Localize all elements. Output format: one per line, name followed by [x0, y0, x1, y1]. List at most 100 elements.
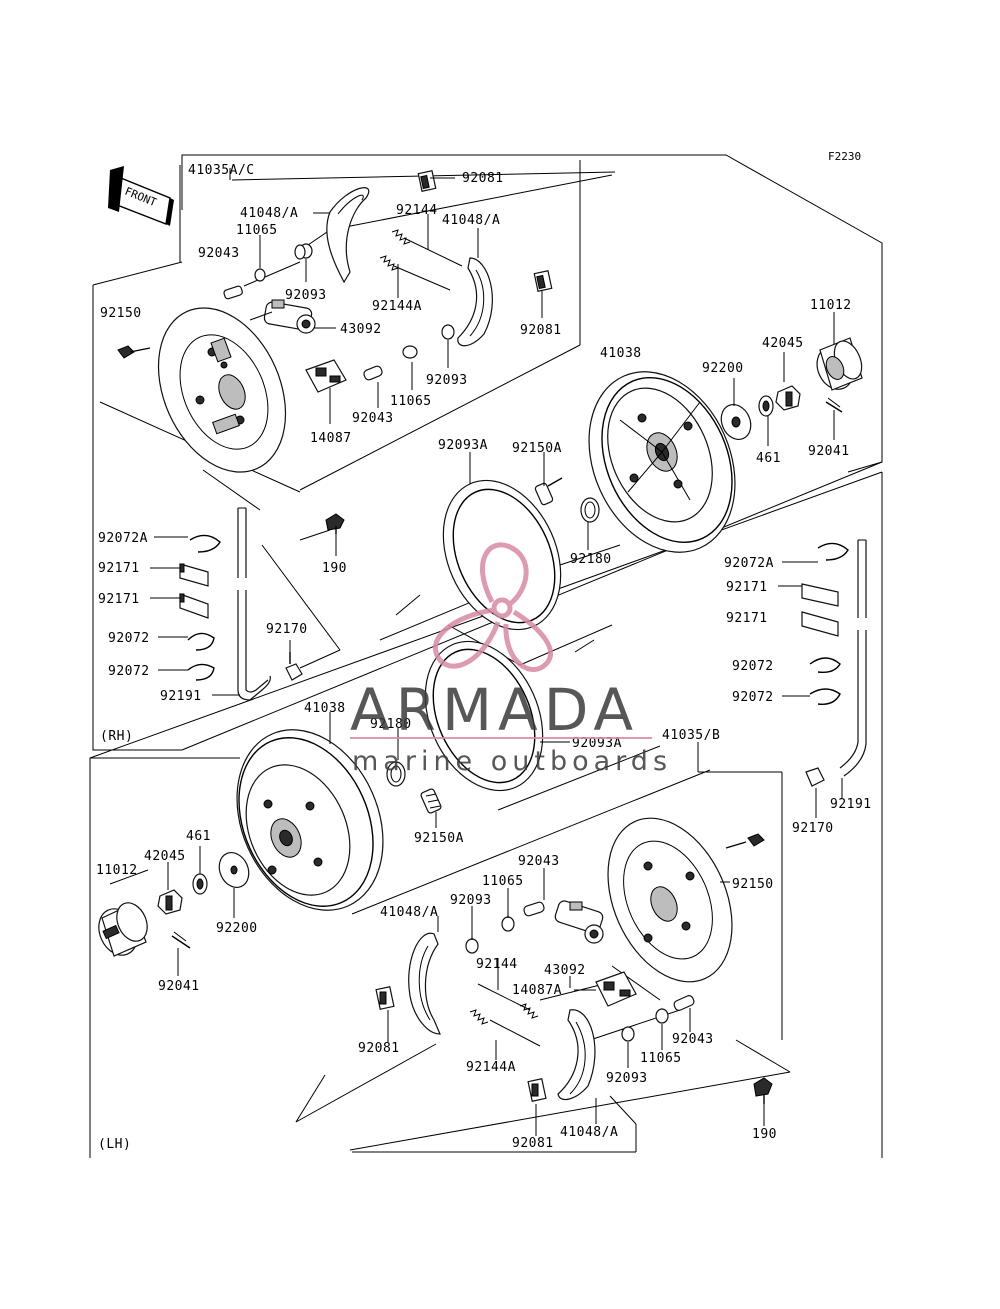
- label-lh-pin-92043-top: 92043: [518, 854, 560, 869]
- rh-nut-icon: [775, 385, 801, 411]
- label-rh-bolt-190: 190: [322, 561, 347, 576]
- label-lh-drum-41038: 41038: [304, 701, 346, 716]
- label-rh-clamp-92072A: 92072A: [98, 531, 148, 546]
- rh-cotter-pin-icon: [825, 397, 843, 413]
- label-lh-clip-92081-left: 92081: [358, 1041, 400, 1056]
- rh-brake-drum: [588, 371, 736, 553]
- lh-hub-cap-icon: [98, 902, 148, 957]
- label-lh-spring-92144: 92144: [476, 957, 518, 972]
- label-rh-washer-461: 461: [756, 451, 781, 466]
- label-lh-washer-92093-top: 92093: [450, 893, 492, 908]
- rh-clamp-92072A-icon: [189, 534, 221, 553]
- label-mid-bleeder-92170: 92170: [792, 821, 834, 836]
- label-rh-shoe-top: 41048/A: [240, 206, 298, 221]
- lh-adjuster-icon: [595, 971, 637, 1007]
- rh-bolt-92150A-icon: [534, 477, 563, 506]
- rh-band-icon-2: [179, 593, 209, 619]
- rh-brake-hose: [237, 507, 271, 701]
- label-lh-shoe-left: 41048/A: [380, 905, 438, 920]
- mid-clamp-92072-icon-1: [809, 657, 841, 674]
- lh-cotter-pin-icon: [171, 931, 191, 949]
- lh-bolt-icon: [725, 833, 765, 849]
- label-rh-pin-92043-top: 92043: [198, 246, 240, 261]
- rh-backing-plate: [157, 307, 287, 473]
- label-lh-cap-11012: 11012: [96, 863, 138, 878]
- rh-clamp-92072-icon-2: [187, 663, 215, 681]
- lh-leader-lines: [109, 712, 765, 1136]
- label-rh-pin-11065-mid: 11065: [390, 394, 432, 409]
- rh-pin-mid-icon: [363, 365, 383, 381]
- lh-brake-shoe-left: [408, 932, 441, 1035]
- lh-brake-drum: [236, 729, 384, 911]
- rh-washer-92200-icon: [720, 403, 752, 441]
- watermark-tagline: marine outboards: [352, 746, 672, 777]
- label-lh-bolt-190: 190: [752, 1127, 777, 1142]
- mid-clamp-92072A-icon: [817, 542, 849, 561]
- label-lh-clip-92081-low: 92081: [512, 1136, 554, 1151]
- armada-watermark-logo: ARMADA marine outboards: [350, 542, 672, 777]
- label-rh-nut-42045: 42045: [762, 336, 804, 351]
- rh-washer-461-icon: [758, 395, 774, 417]
- label-lh-pin-11065-top: 11065: [482, 874, 524, 889]
- label-rh-oring-92180: 92180: [570, 552, 612, 567]
- mid-band-icon-1: [801, 583, 839, 607]
- lh-pin-low-icon: [673, 995, 695, 1011]
- label-rh-washer-92093-mid: 92093: [426, 373, 468, 388]
- label-lh-pin-92043-low: 92043: [672, 1032, 714, 1047]
- rh-pin-icon: [223, 285, 243, 300]
- front-arrow-icon: FRONT: [108, 166, 174, 226]
- rh-clamp-92072-icon-1: [187, 632, 215, 651]
- rh-brake-shoe-right: [457, 257, 493, 347]
- label-lh-bolt-92150A: 92150A: [414, 831, 464, 846]
- lh-clip-left-icon: [375, 986, 395, 1010]
- lh-seal-ring: [424, 640, 544, 792]
- label-lh-backing-92150: 92150: [732, 877, 774, 892]
- label-lh-cylinder-43092: 43092: [544, 963, 586, 978]
- mid-clamp-92072-icon-2: [809, 688, 841, 705]
- mid-band-icon-2: [801, 611, 839, 637]
- lh-spring-icon: [469, 983, 541, 1047]
- label-rh-hose-92191: 92191: [160, 689, 202, 704]
- label-rh-cap-11012: 11012: [810, 298, 852, 313]
- label-lh-washer-461: 461: [186, 829, 211, 844]
- label-mid-hose-92191: 92191: [830, 797, 872, 812]
- label-mid-band-92171-2: 92171: [726, 611, 768, 626]
- label-lh-adjuster-14087A: 14087A: [512, 983, 562, 998]
- label-rh-seal-92093A: 92093A: [438, 438, 488, 453]
- label-mid-clamp-92072-1: 92072: [732, 659, 774, 674]
- label-lh-washer-92093-low: 92093: [606, 1071, 648, 1086]
- label-rh-adjuster-14087: 14087: [310, 431, 352, 446]
- lh-clip-low-icon: [527, 1078, 547, 1102]
- label-rh-bleeder-92170: 92170: [266, 622, 308, 637]
- mid-brake-hose: [839, 539, 867, 777]
- propeller-logo-icon: [432, 542, 554, 672]
- label-rh-pin-92043-mid: 92043: [352, 411, 394, 426]
- label-mid-clamp-92072-2: 92072: [732, 690, 774, 705]
- label-rh-clip-92081-mid: 92081: [520, 323, 562, 338]
- rh-bolt-icon: [117, 345, 151, 359]
- lh-bolt-92150A-icon: [420, 788, 442, 814]
- label-lh-oring-92180: 92180: [370, 717, 412, 732]
- label-mid-clamp-92072A: 92072A: [724, 556, 774, 571]
- label-rh-cotter-92041: 92041: [808, 444, 850, 459]
- label-rh-washer-92093-top: 92093: [285, 288, 327, 303]
- rh-hub-cap-icon: [816, 337, 863, 391]
- label-rh-clip-92081-top: 92081: [462, 171, 504, 186]
- label-lh-side: (LH): [98, 1137, 131, 1152]
- label-lh-assy: 41035/B: [662, 728, 720, 743]
- lh-pin-top-icon: [523, 901, 545, 917]
- label-rh-drum-41038: 41038: [600, 346, 642, 361]
- rh-washer-mid-icon: [402, 324, 455, 359]
- label-rh-band-92171-a: 92171: [98, 561, 140, 576]
- rh-seal-ring: [442, 479, 562, 631]
- watermark-brand: ARMADA: [350, 676, 639, 744]
- rh-clip-top-icon: [417, 170, 437, 192]
- lh-wheel-cylinder: [554, 900, 604, 944]
- figure-code: F2230: [828, 150, 861, 163]
- label-lh-nut-42045: 42045: [144, 849, 186, 864]
- rh-oring-icon: [580, 497, 600, 523]
- rh-brake-shoe-top: [326, 187, 370, 284]
- rh-spring-icon: [379, 229, 463, 291]
- lh-oring-icon: [386, 761, 406, 787]
